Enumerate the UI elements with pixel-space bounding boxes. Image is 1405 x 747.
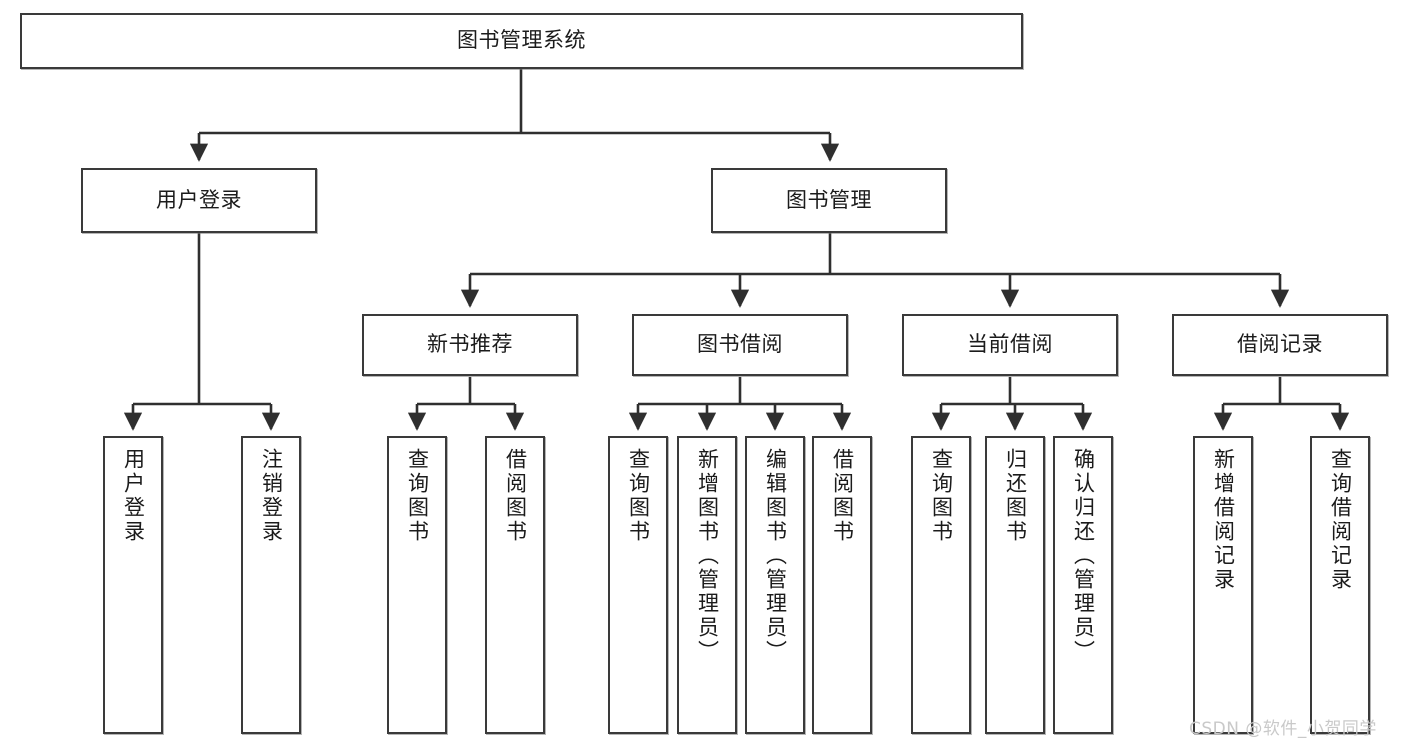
node-label: 借阅图书 — [503, 448, 528, 544]
leaf-borrow-edit-book-admin[interactable]: 编辑图书（管理员） — [745, 436, 805, 734]
leaf-record-query-borrow-record[interactable]: 查询借阅记录 — [1310, 436, 1370, 734]
node-label: 图书管理系统 — [457, 28, 586, 53]
leaf-borrow-query-book[interactable]: 查询图书 — [608, 436, 668, 734]
node-label: 查询图书 — [929, 448, 954, 544]
node-label: 图书管理 — [786, 187, 872, 212]
leaf-record-add-borrow-record[interactable]: 新增借阅记录 — [1193, 436, 1253, 734]
leaf-recommend-query-book[interactable]: 查询图书 — [387, 436, 447, 734]
node-book-borrow[interactable]: 图书借阅 — [632, 314, 848, 376]
node-label: 借阅图书 — [830, 448, 855, 544]
node-label: 归还图书 — [1003, 448, 1028, 544]
node-label: 确认归还（管理员） — [1071, 448, 1096, 664]
leaf-borrow-borrow-book[interactable]: 借阅图书 — [812, 436, 872, 734]
leaf-current-confirm-return-admin[interactable]: 确认归还（管理员） — [1053, 436, 1113, 734]
node-label: 新增借阅记录 — [1211, 448, 1236, 592]
node-label: 新增图书（管理员） — [695, 448, 720, 664]
node-borrow-record[interactable]: 借阅记录 — [1172, 314, 1388, 376]
leaf-user-login-signout[interactable]: 注销登录 — [241, 436, 301, 734]
node-new-book-recommend[interactable]: 新书推荐 — [362, 314, 578, 376]
node-label: 注销登录 — [259, 448, 284, 544]
leaf-user-login-signin[interactable]: 用户登录 — [103, 436, 163, 734]
node-label: 编辑图书（管理员） — [763, 448, 788, 664]
node-label: 当前借阅 — [967, 332, 1053, 357]
node-root-book-management-system[interactable]: 图书管理系统 — [20, 13, 1023, 69]
node-user-login[interactable]: 用户登录 — [81, 168, 317, 233]
node-label: 新书推荐 — [427, 332, 513, 357]
node-label: 查询图书 — [405, 448, 430, 544]
node-current-borrow[interactable]: 当前借阅 — [902, 314, 1118, 376]
node-label: 用户登录 — [156, 187, 242, 212]
leaf-current-return-book[interactable]: 归还图书 — [985, 436, 1045, 734]
leaf-recommend-borrow-book[interactable]: 借阅图书 — [485, 436, 545, 734]
node-label: 查询图书 — [626, 448, 651, 544]
node-label: 用户登录 — [121, 448, 146, 544]
csdn-watermark: CSDN @软件_小贺同学 — [1189, 719, 1377, 739]
node-label: 图书借阅 — [697, 332, 783, 357]
node-book-management[interactable]: 图书管理 — [711, 168, 947, 233]
node-label: 借阅记录 — [1237, 332, 1323, 357]
node-label: 查询借阅记录 — [1328, 448, 1353, 592]
leaf-borrow-add-book-admin[interactable]: 新增图书（管理员） — [677, 436, 737, 734]
leaf-current-query-book[interactable]: 查询图书 — [911, 436, 971, 734]
